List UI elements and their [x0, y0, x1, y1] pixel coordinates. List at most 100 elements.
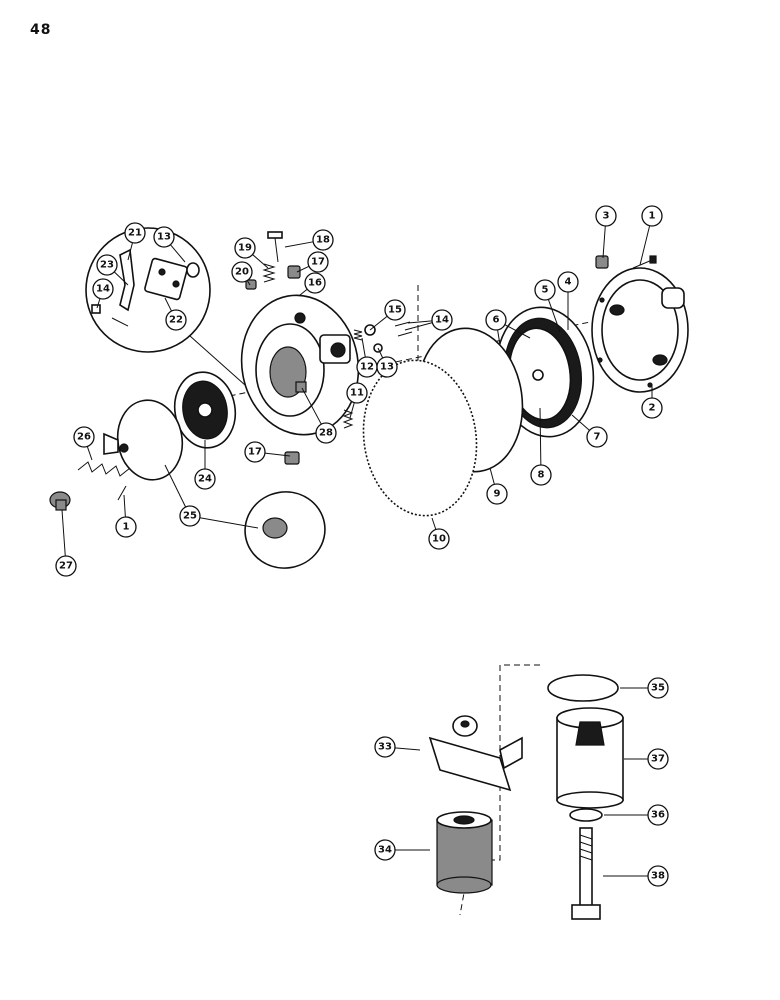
leader-line-8	[539, 407, 542, 466]
filter-bowl	[556, 707, 624, 809]
regulator-cover	[244, 491, 326, 569]
callout-number: 1	[649, 211, 656, 222]
callout-number: 7	[594, 432, 601, 443]
leader-line-15	[369, 315, 388, 331]
leader-line-21	[127, 242, 133, 261]
callout-circle	[641, 397, 663, 419]
leader-line-19	[252, 254, 269, 269]
lower-plug	[284, 451, 300, 465]
callout-number: 11	[350, 388, 364, 399]
leader-line-28	[301, 387, 322, 425]
callout-circle	[384, 299, 406, 321]
callout-circle	[115, 516, 137, 538]
callout-number: 15	[388, 305, 402, 316]
callout-number: 2	[649, 403, 656, 414]
callout-circle	[307, 251, 329, 273]
callout-3: 3	[595, 205, 617, 227]
leader-line-25	[164, 464, 187, 508]
filter-bolt	[571, 827, 601, 920]
callout-number: 8	[538, 470, 545, 481]
callout-number: 9	[494, 489, 501, 500]
leader-line-33	[394, 747, 421, 751]
callout-number: 24	[198, 474, 212, 485]
callout-circle	[431, 309, 453, 331]
callout-circle	[586, 426, 608, 448]
leader-line-14	[96, 298, 101, 309]
leader-line-14-extra	[407, 320, 433, 324]
leader-line-23	[113, 271, 129, 286]
callout-number: 37	[651, 754, 665, 765]
leader-line-3	[602, 225, 606, 259]
callout-37: 37	[647, 748, 669, 770]
callout-33: 33	[374, 736, 396, 758]
leader-line-16	[299, 288, 308, 296]
callout-circle	[374, 736, 396, 758]
callout-number: 10	[432, 534, 446, 545]
callout-circle	[485, 309, 507, 331]
leader-line-7	[571, 414, 590, 431]
callout-number: 34	[378, 845, 392, 856]
callout-circle	[194, 468, 216, 490]
callout-circle	[231, 261, 253, 283]
callout-8: 8	[530, 464, 552, 486]
filter-oring	[547, 674, 619, 702]
callout-circle	[96, 254, 118, 276]
callout-34: 34	[374, 839, 396, 861]
callout-number: 13	[157, 232, 171, 243]
callout-23: 23	[96, 254, 118, 276]
leader-line-17	[264, 452, 291, 457]
callout-number: 28	[319, 428, 333, 439]
callout-number: 35	[651, 683, 665, 694]
callout-circle	[376, 356, 398, 378]
callout-22: 22	[165, 309, 187, 331]
callout-15: 15	[384, 299, 406, 321]
callout-14: 14	[92, 278, 114, 300]
callout-circle	[312, 229, 334, 251]
callout-circle	[595, 205, 617, 227]
callout-36: 36	[647, 804, 669, 826]
leader-line-6-extra	[504, 324, 531, 339]
leader-line-1	[123, 494, 126, 518]
callout-number: 36	[651, 810, 665, 821]
valve-spring-11	[342, 409, 354, 429]
pump-body	[240, 294, 360, 436]
leader-line-20	[246, 280, 251, 286]
leader-line-27	[61, 509, 66, 557]
leader-line-26	[86, 446, 93, 461]
callout-circle	[641, 205, 663, 227]
callout-circle	[647, 748, 669, 770]
callout-number: 12	[360, 362, 374, 373]
callout-11: 11	[346, 382, 368, 404]
leader-line-17	[296, 265, 310, 273]
callout-number: 6	[493, 315, 500, 326]
callout-circle	[55, 555, 77, 577]
valve-screws	[394, 321, 413, 337]
callout-number: 17	[248, 447, 262, 458]
callout-number: 18	[316, 235, 330, 246]
callout-17: 17	[307, 251, 329, 273]
callout-20: 20	[231, 261, 253, 283]
leader-line-18	[284, 241, 314, 248]
callout-13: 13	[376, 356, 398, 378]
callout-18: 18	[312, 229, 334, 251]
callout-35: 35	[647, 677, 669, 699]
callout-number: 14	[96, 284, 110, 295]
callout-number: 23	[100, 260, 114, 271]
leader-line-1	[639, 225, 651, 266]
body-screw	[295, 381, 307, 393]
regulator-housing	[103, 399, 184, 481]
callout-28: 28	[315, 422, 337, 444]
callout-number: 16	[308, 278, 322, 289]
callout-number: 13	[380, 362, 394, 373]
cover-screw	[632, 255, 657, 269]
callout-9: 9	[486, 483, 508, 505]
callout-7: 7	[586, 426, 608, 448]
leader-line-14	[404, 322, 433, 331]
callout-24: 24	[194, 468, 216, 490]
callout-circle	[557, 271, 579, 293]
callout-number: 20	[235, 267, 249, 278]
leader-line-25-extra	[199, 517, 259, 529]
body-bolt	[267, 231, 283, 263]
